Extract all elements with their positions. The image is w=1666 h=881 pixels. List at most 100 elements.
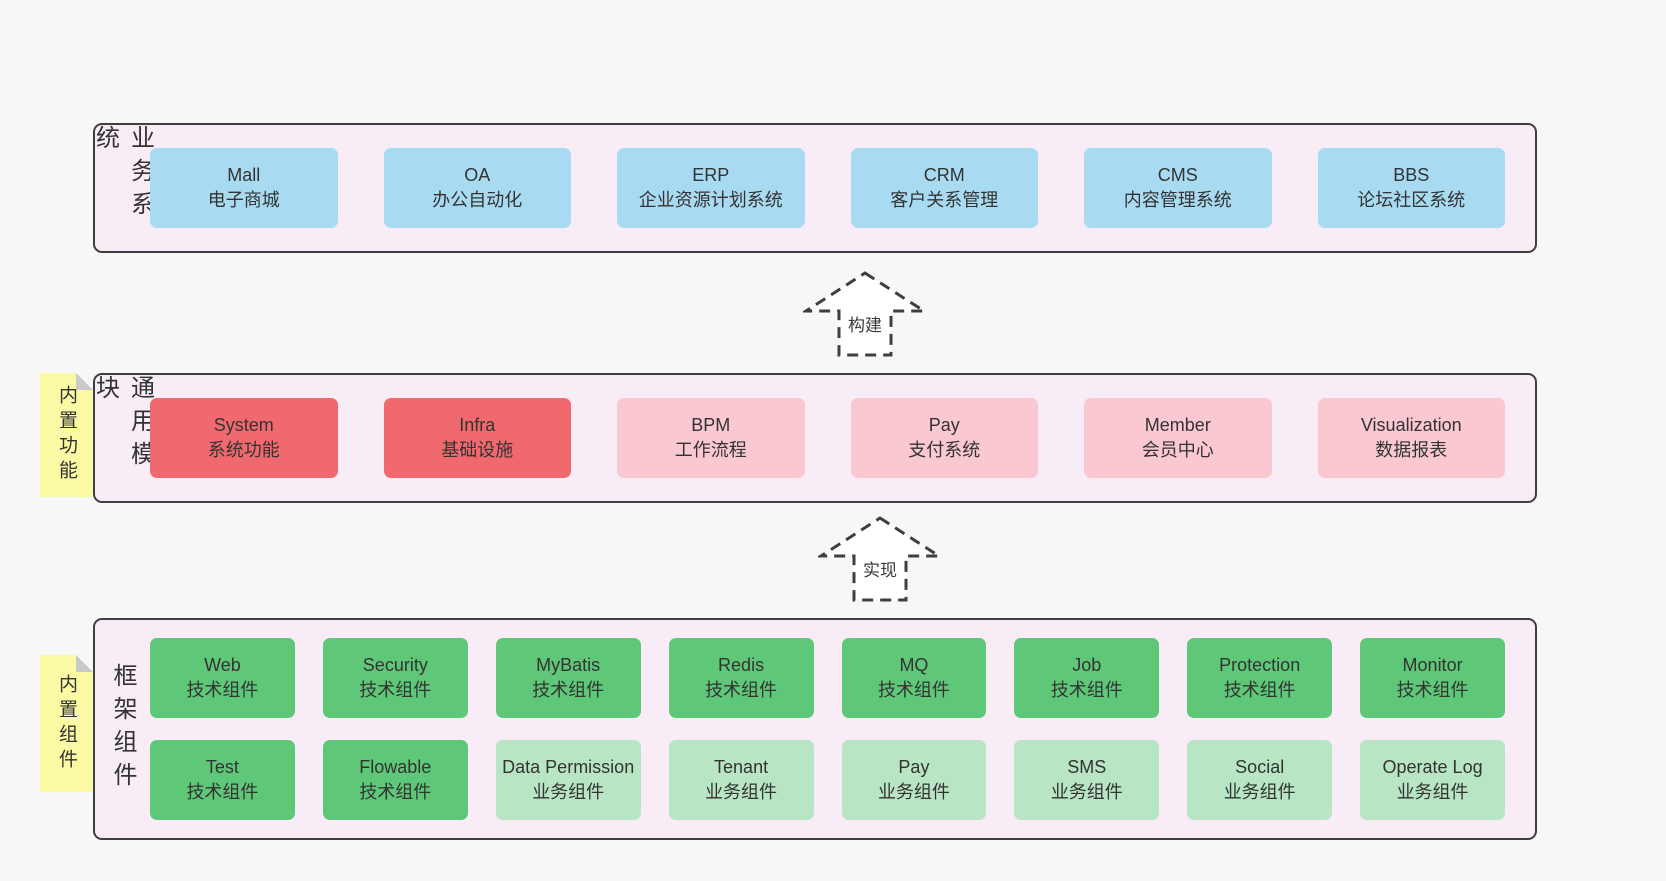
box-name: MQ [899, 655, 929, 675]
box-erp: ERP 企业资源计划系统 [617, 148, 805, 228]
box-subtitle: 技术组件 [186, 680, 259, 700]
box-redis: Redis 技术组件 [668, 638, 814, 718]
box-subtitle: 技术组件 [705, 680, 778, 700]
box-name: Member [1144, 415, 1211, 435]
box-name: CRM [923, 165, 965, 185]
framework-components-boxes: Web 技术组件 Security 技术组件 MyBatis 技术组件 Redi… [150, 620, 1535, 838]
box-name: Security [362, 655, 428, 675]
box-subtitle: 企业资源计划系统 [638, 190, 783, 210]
box-name: BPM [691, 415, 731, 435]
box-subtitle: 技术组件 [359, 782, 432, 802]
box-subtitle: 内容管理系统 [1123, 190, 1232, 210]
band-framework-components: 框架组件 Web 技术组件 Security 技术组件 MyBatis 技术组件… [93, 618, 1537, 840]
box-tenant: Tenant 业务组件 [668, 740, 814, 820]
box-name: Web [204, 655, 241, 675]
band-label-business-systems: 业务系统 [91, 125, 154, 224]
sticky-built-in-features: 内置功能 [40, 373, 93, 497]
box-visualization: Visualization 数据报表 [1317, 398, 1505, 478]
box-subtitle: 支付系统 [908, 440, 981, 460]
box-subtitle: 技术组件 [1223, 680, 1296, 700]
box-name: ERP [692, 165, 730, 185]
box-system: System 系统功能 [150, 398, 338, 478]
box-subtitle: 办公自动化 [432, 190, 523, 210]
box-subtitle: 业务组件 [705, 782, 778, 802]
box-subtitle: 工作流程 [674, 440, 747, 460]
box-subtitle: 业务组件 [877, 782, 950, 802]
arrow-implement: 实现 [818, 515, 942, 603]
box-subtitle: 数据报表 [1375, 440, 1448, 460]
arrow-build: 构建 [803, 270, 927, 358]
box-subtitle: 论坛社区系统 [1357, 190, 1466, 210]
box-subtitle: 基础设施 [441, 440, 514, 460]
sticky-built-in-components: 内置组件 [40, 655, 93, 792]
sticky-label: 内置功能 [56, 385, 77, 485]
box-web: Web 技术组件 [150, 638, 295, 718]
box-subtitle: 技术组件 [186, 782, 259, 802]
box-name: Flowable [359, 757, 432, 777]
box-crm: CRM 客户关系管理 [850, 148, 1038, 228]
box-subtitle: 业务组件 [1050, 782, 1123, 802]
box-name: OA [464, 165, 491, 185]
box-data-permission: Data Permission 业务组件 [495, 740, 641, 820]
box-name: Job [1072, 655, 1102, 675]
band-common-modules: 通用模块 System 系统功能 Infra 基础设施 BPM 工作流程 Pay… [91, 373, 1537, 503]
box-flowable: Flowable 技术组件 [322, 740, 468, 820]
box-subtitle: 系统功能 [207, 440, 280, 460]
box-monitor: Monitor 技术组件 [1360, 638, 1505, 718]
box-name: Redis [718, 655, 765, 675]
box-name: Monitor [1402, 655, 1463, 675]
band-label-common-modules: 通用模块 [91, 375, 154, 474]
box-oa: OA 办公自动化 [383, 148, 571, 228]
box-security: Security 技术组件 [322, 638, 468, 718]
box-subtitle: 电子商城 [207, 190, 280, 210]
box-subtitle: 技术组件 [1396, 680, 1469, 700]
box-sms: SMS 业务组件 [1014, 740, 1160, 820]
box-member: Member 会员中心 [1084, 398, 1272, 478]
business-systems-boxes: Mall 电子商城 OA 办公自动化 ERP 企业资源计划系统 CRM 客户关系… [150, 125, 1535, 251]
box-name: Pay [898, 757, 930, 777]
box-name: SMS [1067, 757, 1107, 777]
arrow-implement-label: 实现 [858, 555, 902, 582]
box-subtitle: 技术组件 [1050, 680, 1123, 700]
box-subtitle: 会员中心 [1141, 440, 1214, 460]
box-name: MyBatis [536, 655, 601, 675]
box-name: CMS [1157, 165, 1198, 185]
box-name: System [213, 415, 274, 435]
arrow-build-label: 构建 [843, 310, 887, 337]
box-name: Social [1235, 757, 1285, 777]
common-modules-boxes: System 系统功能 Infra 基础设施 BPM 工作流程 Pay 支付系统… [150, 375, 1535, 501]
box-name: Tenant [714, 757, 769, 777]
box-name: Data Permission [502, 757, 635, 777]
band-business-systems: 业务系统 Mall 电子商城 OA 办公自动化 ERP 企业资源计划系统 CRM… [91, 123, 1537, 253]
box-name: Protection [1219, 655, 1301, 675]
box-test: Test 技术组件 [150, 740, 295, 820]
box-bpm: BPM 工作流程 [617, 398, 805, 478]
box-operate-log: Operate Log 业务组件 [1360, 740, 1505, 820]
box-subtitle: 业务组件 [1396, 782, 1469, 802]
box-mq: MQ 技术组件 [841, 638, 987, 718]
box-name: Pay [928, 415, 960, 435]
box-name: Operate Log [1382, 757, 1483, 777]
box-name: Mall [227, 165, 261, 185]
box-protection: Protection 技术组件 [1187, 638, 1333, 718]
box-mybatis: MyBatis 技术组件 [495, 638, 641, 718]
box-subtitle: 技术组件 [359, 680, 432, 700]
fold-corner [76, 655, 93, 672]
band-label-framework-components: 框架组件 [109, 663, 136, 795]
box-infra: Infra 基础设施 [383, 398, 571, 478]
box-name: Visualization [1360, 415, 1462, 435]
box-subtitle: 客户关系管理 [890, 190, 999, 210]
box-job: Job 技术组件 [1014, 638, 1160, 718]
box-name: Infra [459, 415, 496, 435]
box-subtitle: 技术组件 [877, 680, 950, 700]
box-bbs: BBS 论坛社区系统 [1317, 148, 1505, 228]
box-name: Test [205, 757, 239, 777]
box-mall: Mall 电子商城 [150, 148, 338, 228]
box-pay-module: Pay 支付系统 [850, 398, 1038, 478]
box-social: Social 业务组件 [1187, 740, 1333, 820]
box-cms: CMS 内容管理系统 [1084, 148, 1272, 228]
box-subtitle: 技术组件 [532, 680, 605, 700]
box-subtitle: 业务组件 [532, 782, 605, 802]
box-subtitle: 业务组件 [1223, 782, 1296, 802]
box-pay-component: Pay 业务组件 [841, 740, 987, 820]
